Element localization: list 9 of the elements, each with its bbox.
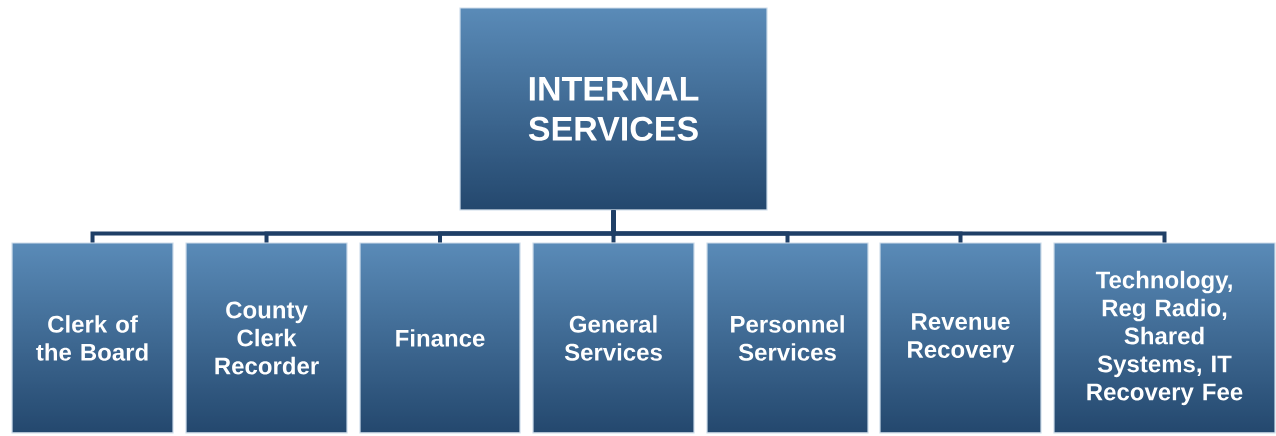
unit-box: County Clerk Recorder: [185, 242, 348, 434]
unit-box: Clerk of the Board: [11, 242, 174, 434]
unit-box: Revenue Recovery: [879, 242, 1042, 434]
unit-box: Technology, Reg Radio, Shared Systems, IT Recovery Fee: [1053, 242, 1276, 434]
connector: [611, 210, 1167, 243]
unit-box: Finance: [359, 242, 521, 434]
unit-box: General Services: [532, 242, 695, 434]
title-box: INTERNAL SERVICES: [459, 7, 768, 211]
unit-box: Personnel Services: [706, 242, 869, 434]
